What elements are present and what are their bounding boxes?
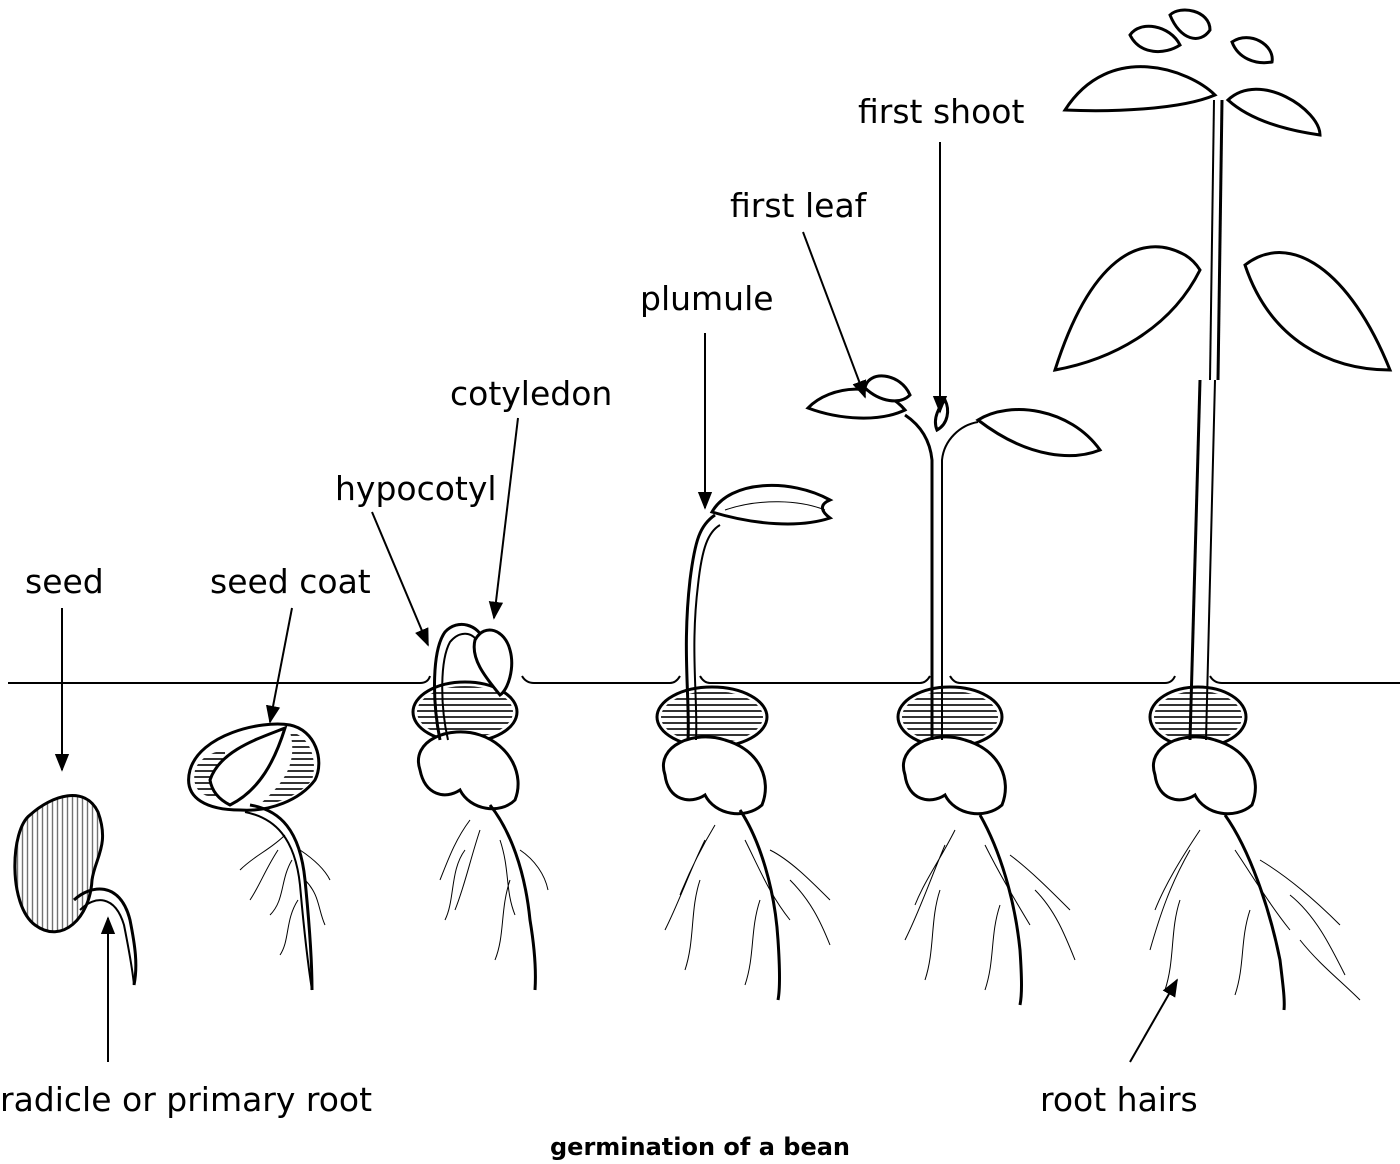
label-seed-coat: seed coat [210, 562, 371, 601]
diagram-caption: germination of a bean [550, 1133, 850, 1161]
stage-first-leaf [805, 374, 1103, 1006]
label-first-leaf: first leaf [730, 186, 868, 225]
label-radicle: radicle or primary root [0, 1080, 372, 1119]
label-hypocotyl: hypocotyl [335, 469, 497, 508]
stage-plumule [655, 483, 834, 1001]
label-plumule: plumule [640, 279, 774, 318]
label-seed: seed [25, 562, 104, 601]
label-cotyledon: cotyledon [450, 374, 612, 413]
stage-seed-coat [187, 722, 331, 991]
stage-mature-seedling [1052, 8, 1393, 1011]
label-root-hairs: root hairs [1040, 1080, 1198, 1119]
stage-seed [13, 794, 138, 986]
label-first-shoot: first shoot [858, 92, 1024, 131]
stage-hypocotyl [411, 622, 549, 991]
soil-line [8, 675, 1400, 684]
